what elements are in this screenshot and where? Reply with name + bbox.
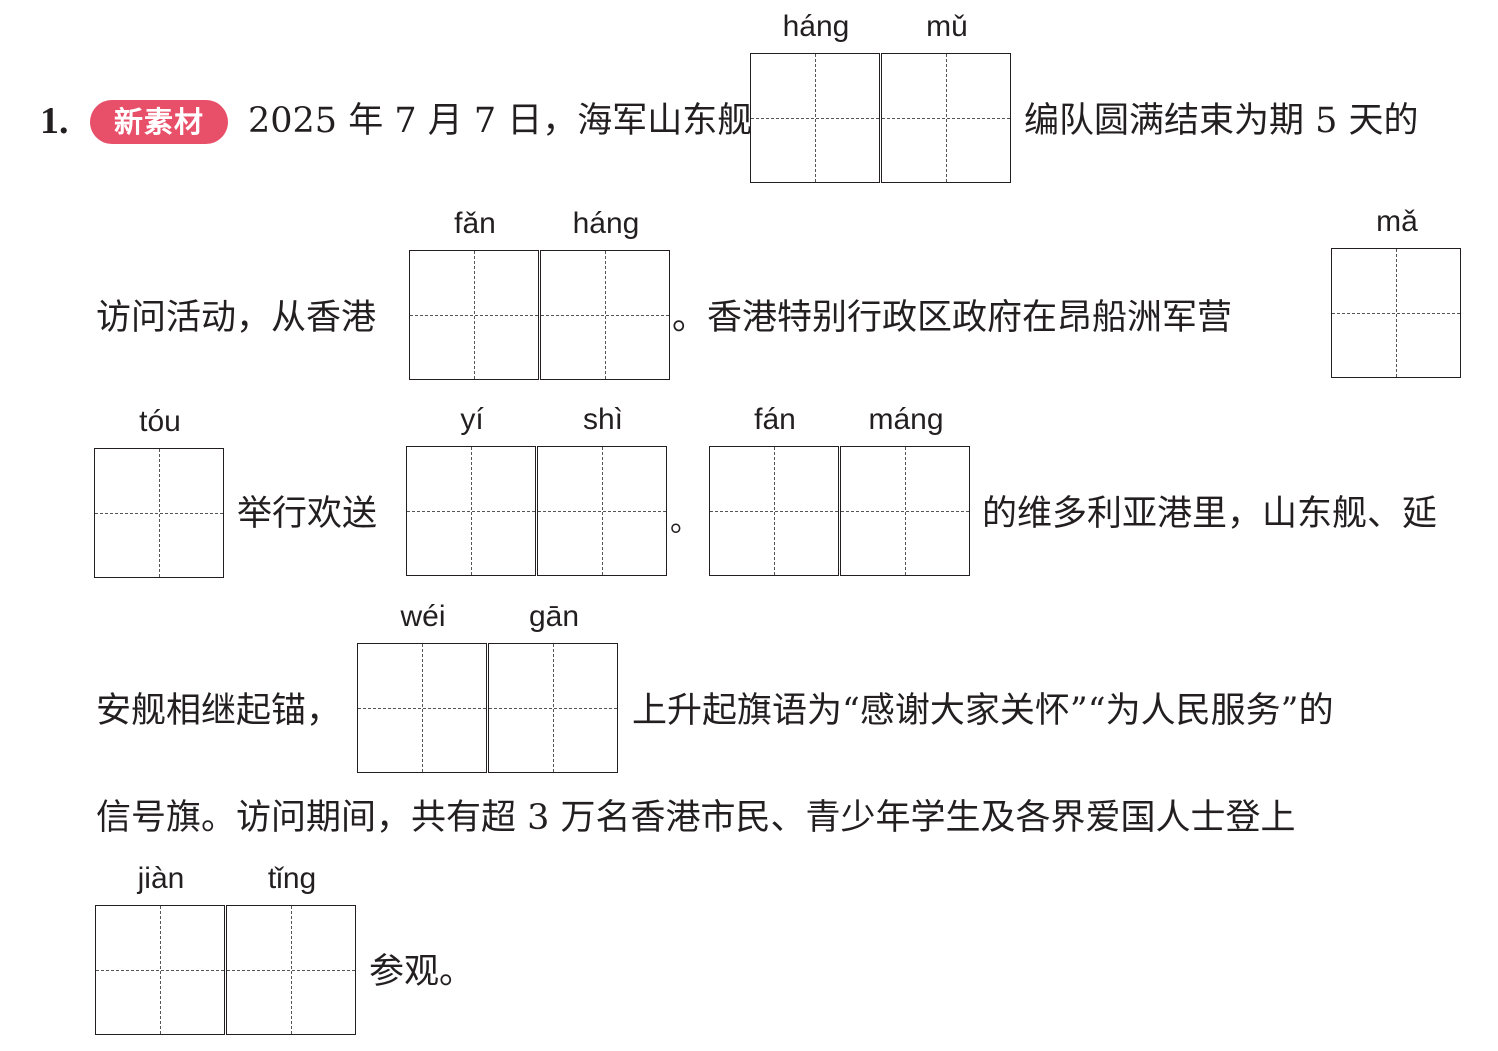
writing-grid-cell[interactable] — [840, 446, 970, 576]
text-segment: 上升起旗语为“感谢大家关怀”“为人民服务”的 — [632, 691, 1334, 731]
text-segment: 。香港特别行政区政府在昂船洲军营 — [672, 298, 1233, 338]
text-segment: 信号旗。访问期间，共有超 3 万名香港市民、青少年学生及各界爱国人士登上 — [96, 798, 1296, 838]
text-segment: 的维多利亚港里，山东舰、延 — [982, 494, 1438, 534]
text-segment: 举行欢送 — [237, 494, 378, 534]
writing-grid-cell[interactable] — [537, 446, 667, 576]
pinyin-label: fǎn — [454, 207, 496, 240]
writing-grid-cell[interactable] — [540, 250, 670, 380]
writing-grid-cell[interactable] — [406, 446, 536, 576]
pinyin-label: háng — [572, 207, 640, 240]
pinyin-label: shì — [582, 403, 624, 436]
text-segment: 2025 年 7 月 7 日，海军山东舰 — [248, 101, 753, 141]
text-segment: 访问活动，从香港 — [96, 298, 377, 338]
writing-grid-cell[interactable] — [750, 53, 880, 183]
pinyin-label: jiàn — [137, 862, 185, 895]
new-material-badge: 新素材 — [90, 100, 228, 144]
writing-grid-cell[interactable] — [881, 53, 1011, 183]
pinyin-label: mǎ — [1376, 205, 1418, 238]
pinyin-label: wéi — [400, 600, 446, 633]
text-segment: 。 — [670, 504, 700, 539]
text-segment: 安舰相继起锚， — [96, 691, 342, 731]
pinyin-label: háng — [782, 10, 850, 43]
writing-grid-cell[interactable] — [488, 643, 618, 773]
pinyin-label: máng — [868, 403, 944, 436]
pinyin-label: gān — [528, 600, 580, 633]
writing-grid-cell[interactable] — [709, 446, 839, 576]
pinyin-label: tǐng — [267, 862, 317, 895]
text-segment: 参观。 — [369, 952, 475, 992]
writing-grid-cell[interactable] — [226, 905, 356, 1035]
writing-grid-cell[interactable] — [1331, 248, 1461, 378]
question-number: 1. — [40, 100, 69, 142]
writing-grid-cell[interactable] — [357, 643, 487, 773]
writing-grid-cell[interactable] — [95, 905, 225, 1035]
writing-grid-cell[interactable] — [409, 250, 539, 380]
writing-grid-cell[interactable] — [94, 448, 224, 578]
pinyin-label: yí — [460, 403, 484, 436]
pinyin-label: mǔ — [926, 10, 968, 43]
text-segment: 编队圆满结束为期 5 天的 — [1024, 101, 1419, 141]
pinyin-label: fán — [754, 403, 796, 436]
pinyin-label: tóu — [139, 405, 181, 438]
